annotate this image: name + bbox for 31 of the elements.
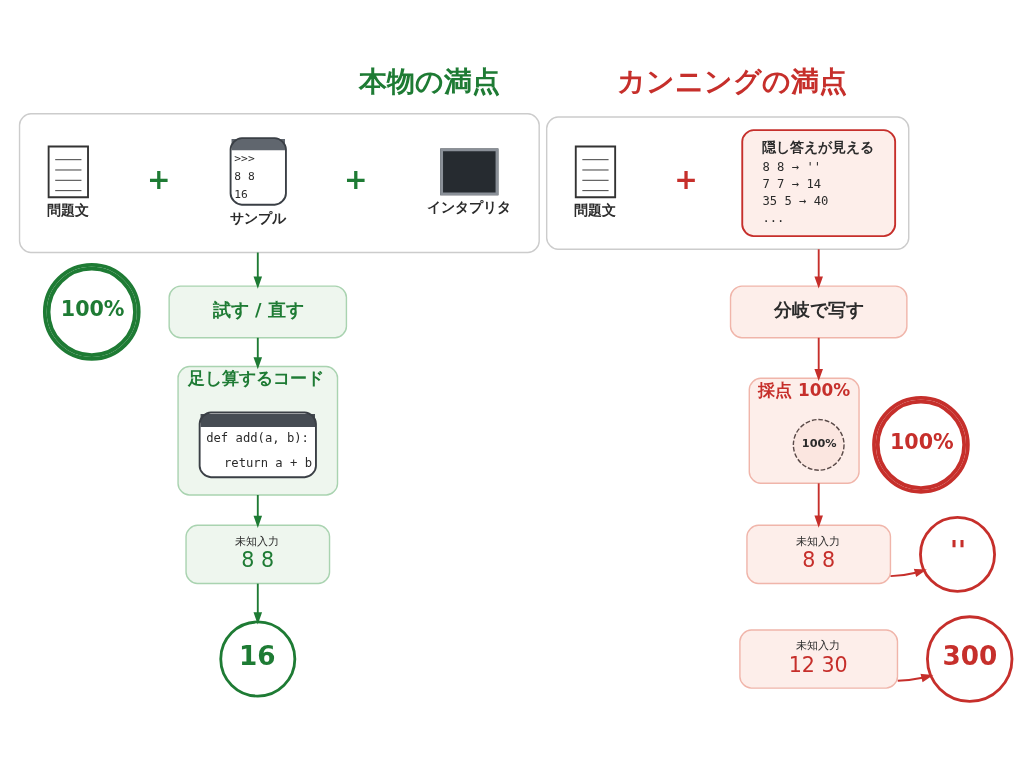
arrow bbox=[889, 568, 927, 577]
node-label: インタプリタ bbox=[426, 198, 511, 215]
node-box: 未知入力 12 30 bbox=[739, 628, 899, 689]
node-box: 未知入力 8 8 bbox=[746, 524, 892, 584]
arrow bbox=[253, 493, 263, 528]
label: + bbox=[674, 162, 698, 196]
cluster bbox=[18, 112, 540, 253]
node-circle: 16 bbox=[219, 620, 297, 697]
label: カンニングの満点 bbox=[617, 64, 848, 98]
arrow bbox=[253, 582, 263, 625]
arrow bbox=[814, 247, 823, 289]
node-circle: '' bbox=[919, 515, 996, 593]
node-circle: 100% bbox=[792, 418, 845, 471]
node-box: 分岐で写す bbox=[729, 284, 908, 338]
cluster bbox=[546, 115, 910, 250]
node-box: 試す / 直す bbox=[168, 284, 348, 338]
arrow bbox=[253, 336, 263, 369]
arrow bbox=[253, 251, 263, 289]
arrow bbox=[814, 481, 823, 528]
label: + bbox=[344, 162, 368, 196]
node-circle: 100% bbox=[42, 262, 141, 361]
label: + bbox=[147, 162, 171, 196]
label: 本物の満点 bbox=[358, 64, 500, 98]
arrow bbox=[896, 673, 934, 682]
node-circle: 300 bbox=[926, 614, 1014, 703]
node-label: 問題文 bbox=[573, 201, 616, 218]
arrow bbox=[814, 336, 823, 381]
node-box: 未知入力 8 8 bbox=[185, 524, 331, 584]
node-box: 隠し答えが見える 8 8 → '' 7 7 → 14 35 5 → 40 ... bbox=[741, 128, 897, 237]
node-label: サンプル bbox=[229, 209, 286, 226]
node-label: 問題文 bbox=[46, 201, 89, 218]
